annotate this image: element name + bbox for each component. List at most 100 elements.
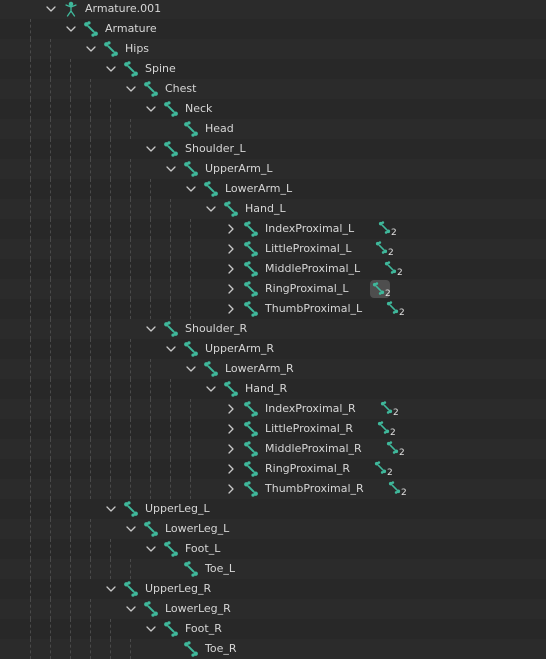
outliner-row[interactable]: IndexProximal_L 2 bbox=[0, 219, 546, 239]
outliner-row[interactable]: Shoulder_R bbox=[0, 319, 546, 339]
chevron-right-icon[interactable] bbox=[224, 462, 238, 476]
outliner-item-label[interactable]: Hips bbox=[125, 42, 150, 55]
chevron-down-icon[interactable] bbox=[144, 622, 158, 636]
outliner-row[interactable]: Head bbox=[0, 119, 546, 139]
outliner-row[interactable]: Chest bbox=[0, 79, 546, 99]
outliner-item-label[interactable]: RingProximal_R bbox=[265, 462, 350, 475]
chevron-down-icon[interactable] bbox=[104, 62, 118, 76]
outliner-row[interactable]: Spine bbox=[0, 59, 546, 79]
chevron-down-icon[interactable] bbox=[144, 322, 158, 336]
chevron-down-icon[interactable] bbox=[204, 202, 218, 216]
outliner-row[interactable]: RingProximal_L 2 bbox=[0, 279, 546, 299]
outliner-row[interactable]: UpperLeg_R bbox=[0, 579, 546, 599]
outliner-item-label[interactable]: Foot_R bbox=[185, 622, 222, 635]
outliner-row[interactable]: Toe_R bbox=[0, 639, 546, 659]
collapsed-children-badge[interactable]: 2 bbox=[375, 419, 399, 439]
outliner-item-label[interactable]: Toe_L bbox=[205, 562, 235, 575]
outliner-row[interactable]: Neck bbox=[0, 99, 546, 119]
outliner-item-label[interactable]: IndexProximal_R bbox=[265, 402, 356, 415]
chevron-right-icon[interactable] bbox=[224, 482, 238, 496]
chevron-down-icon[interactable] bbox=[104, 502, 118, 516]
outliner-row[interactable]: IndexProximal_R 2 bbox=[0, 399, 546, 419]
outliner-row[interactable]: Armature bbox=[0, 19, 546, 39]
outliner-item-label[interactable]: Shoulder_R bbox=[185, 322, 248, 335]
collapsed-children-badge[interactable]: 2 bbox=[384, 439, 408, 459]
outliner-item-label[interactable]: LowerArm_L bbox=[225, 182, 293, 195]
outliner-item-label[interactable]: LittleProximal_R bbox=[265, 422, 353, 435]
outliner-row[interactable]: LowerLeg_R bbox=[0, 599, 546, 619]
outliner-item-label[interactable]: LittleProximal_L bbox=[265, 242, 352, 255]
outliner-row[interactable]: MiddleProximal_R 2 bbox=[0, 439, 546, 459]
chevron-right-icon[interactable] bbox=[224, 402, 238, 416]
outliner-item-label[interactable]: LowerLeg_L bbox=[165, 522, 230, 535]
chevron-down-icon[interactable] bbox=[184, 182, 198, 196]
chevron-down-icon[interactable] bbox=[124, 602, 138, 616]
collapsed-children-badge[interactable]: 2 bbox=[386, 479, 410, 499]
outliner-item-label[interactable]: Neck bbox=[185, 102, 213, 115]
outliner-item-label[interactable]: Toe_R bbox=[205, 642, 237, 655]
outliner-row[interactable]: Armature.001 bbox=[0, 0, 546, 19]
outliner-row[interactable]: Foot_R bbox=[0, 619, 546, 639]
outliner-item-label[interactable]: Hand_L bbox=[245, 202, 286, 215]
chevron-down-icon[interactable] bbox=[164, 162, 178, 176]
outliner-row[interactable]: Foot_L bbox=[0, 539, 546, 559]
chevron-right-icon[interactable] bbox=[224, 242, 238, 256]
outliner-row[interactable]: LowerLeg_L bbox=[0, 519, 546, 539]
outliner-row[interactable]: UpperLeg_L bbox=[0, 499, 546, 519]
chevron-down-icon[interactable] bbox=[64, 22, 78, 36]
chevron-right-icon[interactable] bbox=[224, 442, 238, 456]
outliner-row[interactable]: LittleProximal_R 2 bbox=[0, 419, 546, 439]
chevron-down-icon[interactable] bbox=[184, 362, 198, 376]
chevron-down-icon[interactable] bbox=[44, 2, 58, 16]
outliner-row[interactable]: Hips bbox=[0, 39, 546, 59]
chevron-down-icon[interactable] bbox=[84, 42, 98, 56]
chevron-right-icon[interactable] bbox=[224, 422, 238, 436]
chevron-down-icon[interactable] bbox=[124, 82, 138, 96]
chevron-right-icon[interactable] bbox=[224, 262, 238, 276]
outliner-item-label[interactable]: IndexProximal_L bbox=[265, 222, 355, 235]
outliner-item-label[interactable]: Foot_L bbox=[185, 542, 221, 555]
outliner-item-label[interactable]: RingProximal_L bbox=[265, 282, 349, 295]
chevron-down-icon[interactable] bbox=[164, 342, 178, 356]
outliner-item-label[interactable]: Head bbox=[205, 122, 234, 135]
collapsed-children-badge[interactable]: 2 bbox=[384, 299, 408, 319]
outliner-row[interactable]: RingProximal_R 2 bbox=[0, 459, 546, 479]
outliner-item-label[interactable]: UpperArm_R bbox=[205, 342, 275, 355]
outliner-row[interactable]: ThumbProximal_R 2 bbox=[0, 479, 546, 499]
outliner-item-label[interactable]: UpperLeg_L bbox=[145, 502, 210, 515]
outliner-row[interactable]: Hand_R bbox=[0, 379, 546, 399]
chevron-down-icon[interactable] bbox=[124, 522, 138, 536]
outliner-item-label[interactable]: UpperArm_L bbox=[205, 162, 273, 175]
outliner-row[interactable]: LowerArm_L bbox=[0, 179, 546, 199]
outliner-item-label[interactable]: LowerArm_R bbox=[225, 362, 294, 375]
chevron-down-icon[interactable] bbox=[104, 582, 118, 596]
outliner-item-label[interactable]: MiddleProximal_R bbox=[265, 442, 362, 455]
collapsed-children-badge[interactable]: 2 bbox=[372, 459, 396, 479]
outliner-item-label[interactable]: Armature.001 bbox=[85, 2, 162, 15]
collapsed-children-badge[interactable]: 2 bbox=[370, 280, 391, 299]
outliner-item-label[interactable]: LowerLeg_R bbox=[165, 602, 231, 615]
outliner-item-label[interactable]: MiddleProximal_L bbox=[265, 262, 361, 275]
collapsed-children-badge[interactable]: 2 bbox=[376, 219, 400, 239]
outliner-row[interactable]: MiddleProximal_L 2 bbox=[0, 259, 546, 279]
outliner-row[interactable]: UpperArm_R bbox=[0, 339, 546, 359]
outliner-row[interactable]: Shoulder_L bbox=[0, 139, 546, 159]
outliner-item-label[interactable]: Hand_R bbox=[245, 382, 288, 395]
outliner-row[interactable]: Hand_L bbox=[0, 199, 546, 219]
collapsed-children-badge[interactable]: 2 bbox=[378, 399, 402, 419]
outliner-item-label[interactable]: ThumbProximal_R bbox=[265, 482, 364, 495]
chevron-right-icon[interactable] bbox=[224, 282, 238, 296]
outliner-row[interactable]: UpperArm_L bbox=[0, 159, 546, 179]
chevron-down-icon[interactable] bbox=[144, 102, 158, 116]
outliner-item-label[interactable]: Armature bbox=[105, 22, 157, 35]
outliner-item-label[interactable]: UpperLeg_R bbox=[145, 582, 212, 595]
chevron-down-icon[interactable] bbox=[204, 382, 218, 396]
outliner-item-label[interactable]: Shoulder_L bbox=[185, 142, 246, 155]
outliner-item-label[interactable]: Spine bbox=[145, 62, 176, 75]
chevron-down-icon[interactable] bbox=[144, 142, 158, 156]
chevron-right-icon[interactable] bbox=[224, 222, 238, 236]
collapsed-children-badge[interactable]: 2 bbox=[382, 259, 406, 279]
outliner-row[interactable]: LowerArm_R bbox=[0, 359, 546, 379]
